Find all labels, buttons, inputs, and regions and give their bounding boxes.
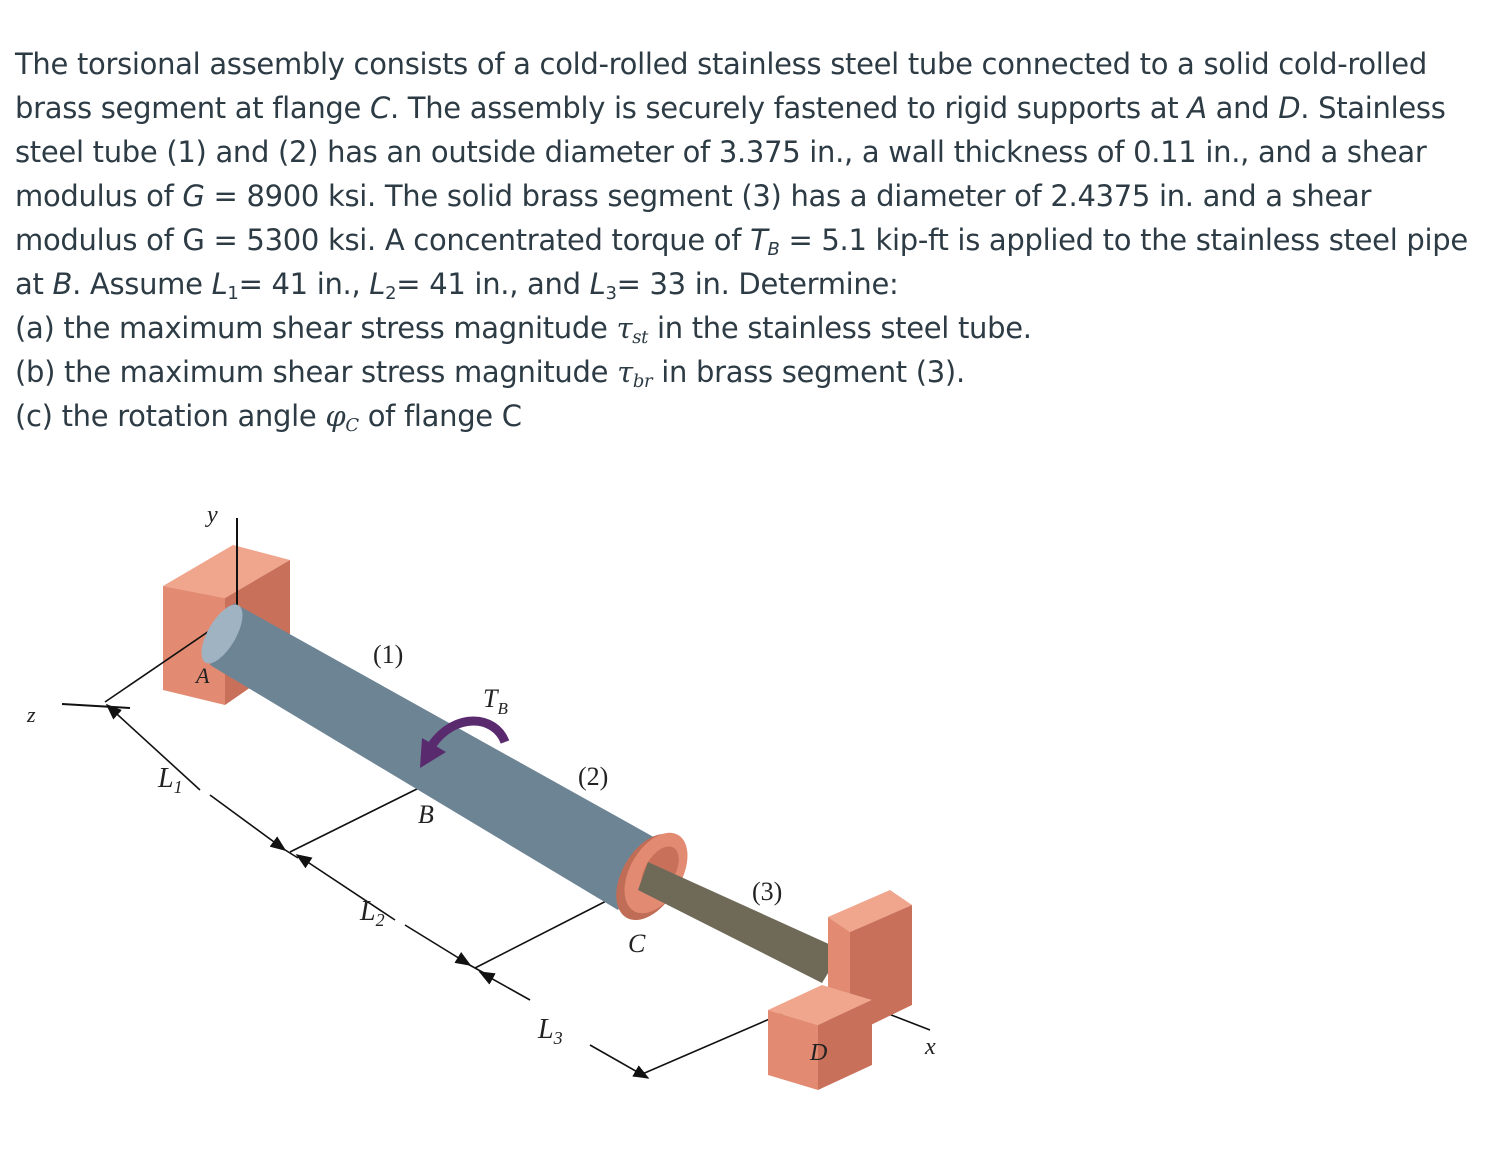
brass-segment (638, 862, 842, 983)
torsional-assembly-figure: A y z D x (26, 502, 936, 1090)
z-axis (61, 703, 131, 709)
label-segment-2: (2) (578, 762, 608, 791)
question-c: (c) the rotation angle φC of flange C (15, 399, 522, 437)
label-torque: TB (483, 684, 508, 718)
dim-l3-arrow-end (589, 1044, 650, 1079)
dim-l1-arrow-start (105, 703, 201, 791)
label-b: B (418, 800, 434, 829)
stainless-steel-tube (201, 603, 668, 910)
torque-arrowhead (420, 738, 446, 768)
dim-tick (281, 847, 299, 859)
dim-tick (465, 962, 485, 974)
y-axis-label: y (205, 502, 218, 528)
label-l3: L3 (537, 1014, 563, 1048)
question-b: (b) the maximum shear stress magnitude τ… (15, 355, 965, 393)
label-a: A (194, 663, 210, 688)
support-d (768, 890, 912, 1090)
problem-paragraph: The torsional assembly consists of a col… (15, 47, 1468, 305)
question-a: (a) the maximum shear stress magnitude τ… (15, 311, 1032, 349)
label-l2: L2 (359, 896, 385, 930)
problem-statement: The torsional assembly consists of a col… (15, 42, 1480, 438)
dim-l1-arrow-end (209, 794, 287, 851)
dim-l3-arrow-start (478, 971, 531, 1001)
label-d: D (809, 1040, 827, 1066)
torque-arrow (428, 716, 510, 748)
label-l1: L1 (157, 763, 183, 797)
dim-l2-arrow-start (295, 854, 396, 921)
x-axis-label: x (924, 1034, 936, 1060)
label-segment-1: (1) (373, 640, 403, 669)
z-axis-label: z (26, 702, 36, 727)
label-segment-3: (3) (752, 877, 782, 906)
label-c: C (628, 929, 646, 958)
dim-l2-arrow-end (404, 924, 472, 966)
